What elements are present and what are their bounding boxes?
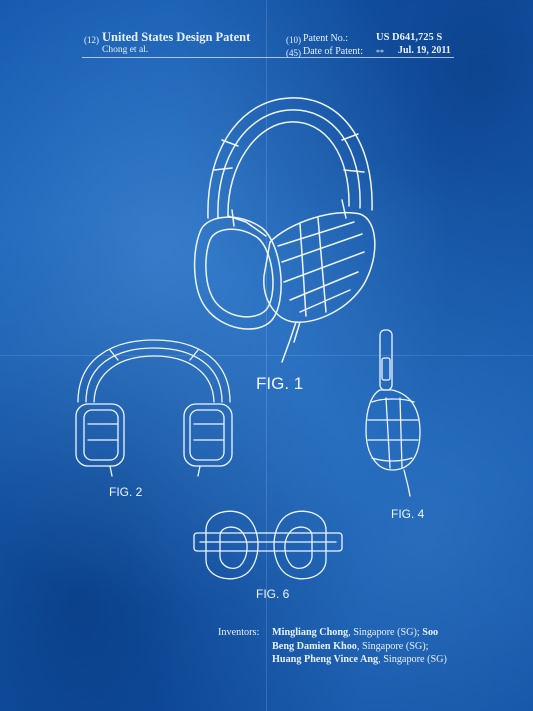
inventor-name: Mingliang Chong — [272, 627, 349, 638]
inventors-label: Inventors: — [218, 627, 260, 638]
fig1-headphone-drawing — [193, 97, 376, 363]
fig2-label: FIG. 2 — [109, 485, 143, 499]
code-12: (12) — [84, 35, 99, 45]
fig2-headphone-drawing — [75, 339, 233, 477]
inventor-location: , Singapore (SG); — [348, 627, 420, 638]
date-of-patent-label: Date of Patent: — [303, 46, 363, 57]
inventor-location: , Singapore (SG); — [356, 640, 429, 652]
fig6-headphone-drawing — [193, 510, 343, 580]
fold-line-horizontal — [0, 355, 533, 356]
fold-line-vertical — [266, 0, 267, 711]
patent-number-label: Patent No.: — [303, 33, 348, 44]
fig1-label: FIG. 1 — [256, 374, 304, 393]
inventor-name: Huang Pheng Vince Ang — [272, 654, 379, 665]
fig4-headphone-drawing — [365, 329, 421, 497]
fig6-label: FIG. 6 — [256, 587, 290, 601]
inventor-name: Soo Beng Damien Khoo — [272, 627, 439, 652]
patent-authors: Chong et al. — [102, 45, 149, 55]
date-marker: ** — [376, 48, 384, 57]
patent-title: United States Design Patent — [102, 30, 251, 44]
code-45: (45) — [286, 48, 301, 58]
date-of-patent: Jul. 19, 2011 — [398, 45, 451, 56]
inventors-list: Mingliang Chong, Singapore (SG); Soo Ben… — [272, 626, 458, 667]
fig4-label: FIG. 4 — [391, 507, 425, 521]
code-10: (10) — [286, 35, 301, 45]
header-rule — [82, 57, 454, 58]
inventor-location: , Singapore (SG) — [378, 654, 447, 665]
patent-number: US D641,725 S — [376, 32, 443, 43]
